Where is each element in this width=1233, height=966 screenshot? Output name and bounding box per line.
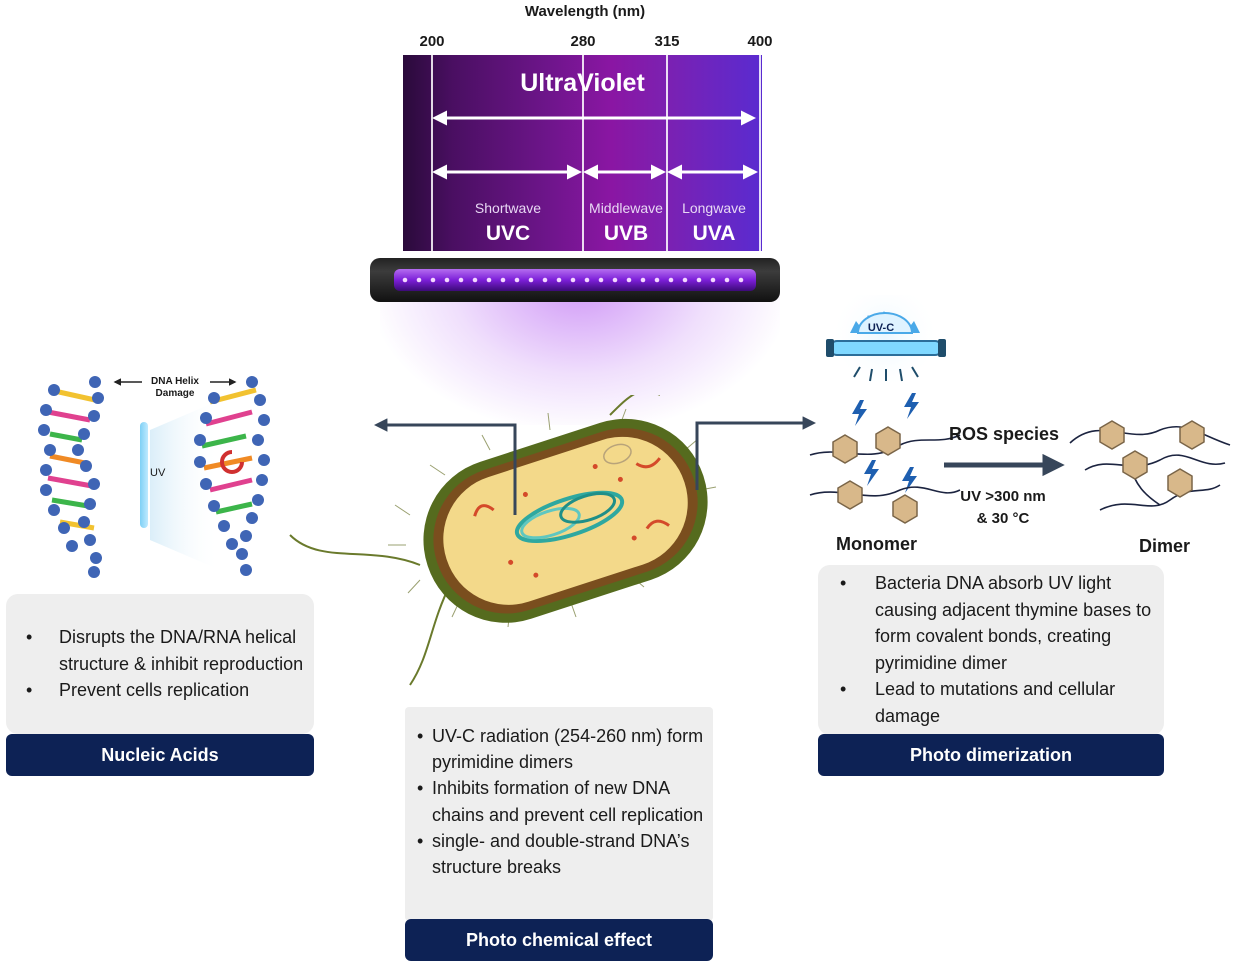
uvc-label: UVC [485, 222, 531, 245]
photodimer-figure [809, 295, 1231, 524]
damage-label: DNA Helix Damage [140, 376, 210, 400]
reaction-conditions: UV >300 nm & 30 °C [940, 486, 1066, 530]
uvb-subtitle: Middlewave [589, 200, 663, 216]
bacterium-body [423, 418, 708, 623]
photo-dimerization-label: Photo dimerization [818, 734, 1164, 776]
uv-spectrum-panel: UltraViolet Shortwave UVC Middlewave UVB… [403, 55, 762, 251]
arrow-to-nucleic [373, 418, 517, 515]
uv-glow [380, 285, 780, 425]
damage-label-line-2: Damage [155, 388, 195, 399]
bacterium-illustration [289, 395, 717, 686]
photo-chemical-label: Photo chemical effect [405, 919, 713, 961]
nucleic-acids-label: Nucleic Acids [6, 734, 314, 776]
dimerization-bullet-1: Bacteria DNA absorb UV light causing adj… [840, 570, 1154, 676]
uvc-lamp-icon [826, 311, 946, 382]
uv-lamp-icon [370, 258, 780, 302]
uvc-lamp-label: UV-C [867, 322, 895, 334]
nucleic-acids-box: Disrupts the DNA/RNA helical structure &… [6, 594, 314, 734]
lamp-leds [402, 277, 744, 283]
nucleic-bullet-2: Prevent cells replication [26, 677, 304, 704]
ros-species-label: ROS species [949, 424, 1060, 444]
dimer-label: Dimer [1139, 536, 1191, 556]
arrow-to-dimerization [695, 416, 817, 490]
photochem-bullet-3: single- and double-strand DNA’s structur… [417, 828, 705, 880]
uv-label: UV [150, 467, 166, 479]
photochem-bullet-2: Inhibits formation of new DNA chains and… [417, 775, 705, 827]
flagellum-bottom [409, 584, 451, 686]
uvc-subtitle: Shortwave [474, 200, 542, 216]
flagellum-top [609, 395, 660, 416]
tick-200: 200 [419, 33, 445, 50]
dimerization-bullet-list: Bacteria DNA absorb UV light causing adj… [818, 565, 1164, 729]
condition-line-1: UV >300 nm [960, 488, 1046, 505]
monomer-hexagons [832, 426, 918, 524]
divider-400 [759, 55, 761, 251]
photochem-bullet-1: UV-C radiation (254-260 nm) form pyrimid… [417, 723, 705, 775]
divider-315 [666, 55, 668, 251]
photo-chemical-box: UV-C radiation (254-260 nm) form pyrimid… [405, 707, 713, 921]
tick-315: 315 [654, 33, 680, 50]
tick-280: 280 [570, 33, 596, 50]
dimerization-bullet-2: Lead to mutations and cellular damage [840, 676, 1154, 729]
uva-subtitle: Longwave [682, 200, 746, 216]
dimer-strands [1069, 425, 1231, 511]
range-arrows [432, 110, 758, 180]
divider-280 [582, 55, 584, 251]
monomer-label: Monomer [836, 534, 917, 554]
tick-400: 400 [747, 33, 773, 50]
ultraviolet-title: UltraViolet [520, 69, 645, 97]
photo-dimerization-box: Bacteria DNA absorb UV light causing adj… [818, 565, 1164, 735]
wavelength-axis-title: Wavelength (nm) [524, 3, 646, 20]
dimer-hexagons [1099, 420, 1205, 498]
lightning-icons [852, 393, 919, 493]
right-helix-backbone [194, 376, 270, 576]
uva-label: UVA [692, 222, 736, 245]
uv-bar [140, 422, 148, 528]
photochem-bullet-list: UV-C radiation (254-260 nm) form pyrimid… [405, 707, 713, 880]
damage-label-line-1: DNA Helix [151, 376, 199, 387]
divider-200 [431, 55, 433, 251]
dna-helix-damage-figure [38, 376, 270, 578]
flagellum-left [289, 534, 421, 566]
damaged-bond [220, 450, 244, 474]
uvb-label: UVB [603, 222, 649, 245]
left-helix-backbone [38, 376, 104, 578]
nucleic-bullet-list: Disrupts the DNA/RNA helical structure &… [6, 594, 314, 704]
condition-line-2: & 30 °C [976, 510, 1030, 527]
nucleic-bullet-1: Disrupts the DNA/RNA helical structure &… [26, 624, 304, 677]
